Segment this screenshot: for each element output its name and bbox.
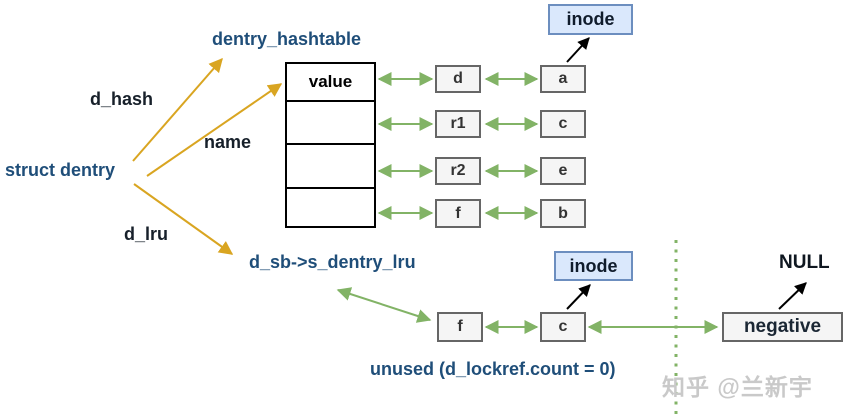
black-inode-arrows (566, 37, 807, 310)
inode-box-bottom: inode (554, 251, 633, 281)
hashtable-bucket (287, 187, 374, 220)
null-label: NULL (779, 252, 830, 273)
zhihu-watermark: 知乎 @兰新宇 (662, 374, 813, 400)
inode-box-top: inode (548, 4, 633, 35)
dentry-node: b (540, 199, 586, 228)
link-lru-head (336, 287, 432, 323)
dentry-hashtable: value (285, 62, 376, 228)
arrow-name (146, 83, 283, 177)
dentry-node: c (540, 110, 586, 138)
lru-node: c (540, 312, 586, 342)
dentry-node: r1 (435, 110, 481, 138)
arrow-c-inode (566, 284, 591, 310)
negative-dentry-node: negative (722, 312, 843, 342)
dentry-node: d (435, 65, 481, 93)
arrow-d-lru (133, 183, 234, 255)
orange-pointer-arrows (132, 57, 283, 255)
lru-node: f (437, 312, 483, 342)
unused-caption: unused (d_lockref.count = 0) (370, 359, 616, 379)
arrow-d-hash (132, 57, 223, 162)
hashtable-bucket: value (308, 72, 353, 91)
arrow-negative-null (778, 282, 807, 310)
struct-dentry-label: struct dentry (5, 160, 116, 180)
dentry-node: e (540, 157, 586, 185)
hashtable-bucket (287, 100, 374, 143)
d-hash-label: d_hash (90, 89, 154, 109)
dentry-node: a (540, 65, 586, 93)
dentry-node: r2 (435, 157, 481, 185)
green-list-links (336, 72, 719, 334)
lru-list-label: d_sb->s_dentry_lru (249, 252, 416, 272)
hashtable-bucket (287, 143, 374, 187)
d-lru-label: d_lru (124, 224, 169, 244)
hashtable-title: dentry_hashtable (212, 29, 362, 49)
name-label: name (204, 132, 252, 152)
arrow-a-inode (566, 37, 590, 63)
dentry-node: f (435, 199, 481, 228)
